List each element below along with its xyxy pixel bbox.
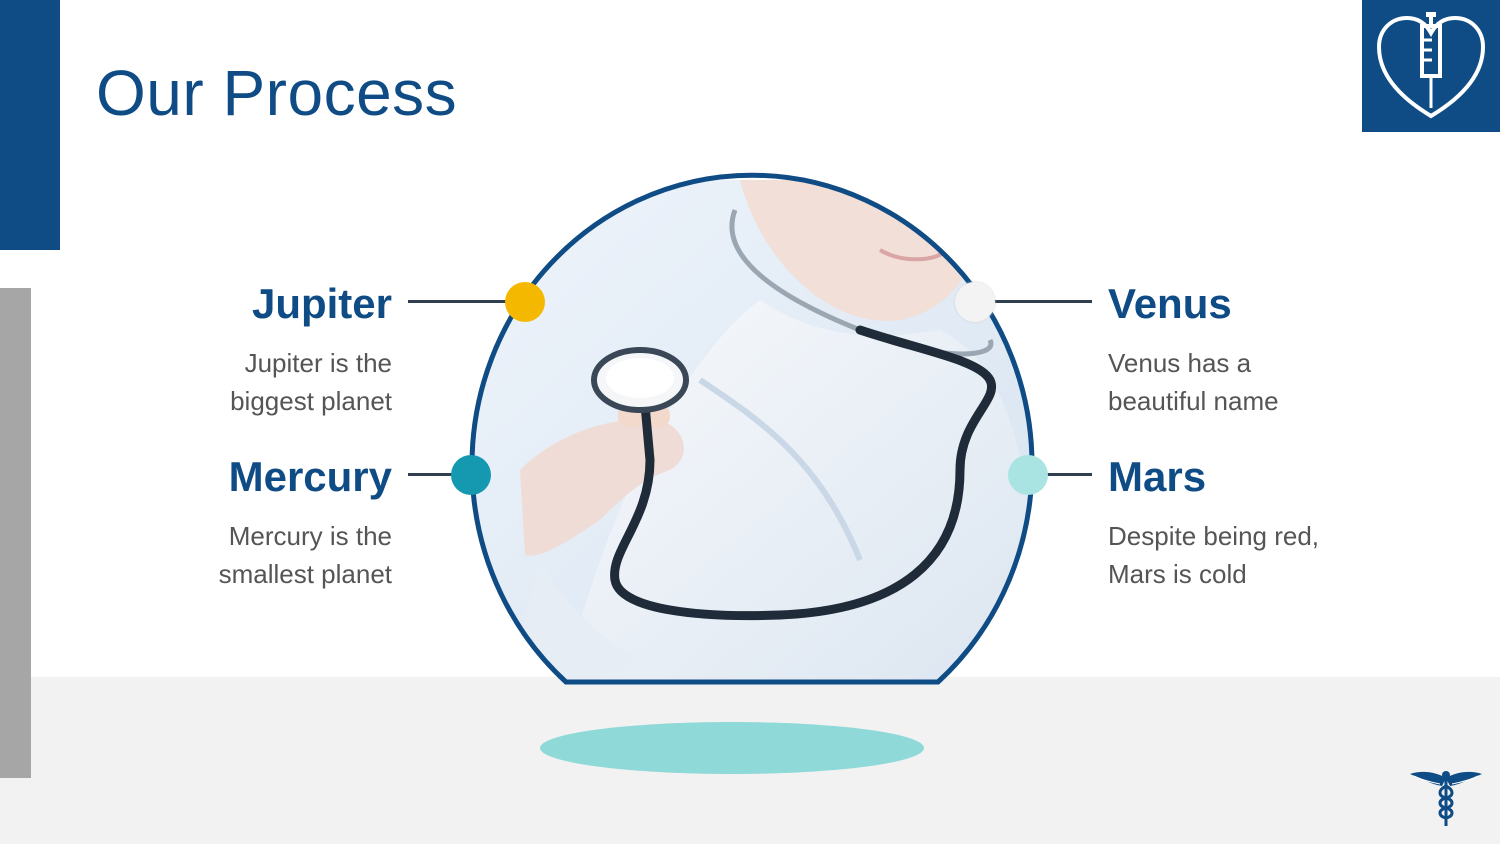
item-description-line: Venus has a (1108, 348, 1252, 378)
item-title: Mercury (228, 453, 392, 500)
logo-badge (1362, 0, 1500, 132)
item-description: Mercury is the smallest planet (150, 517, 392, 593)
dot-venus (955, 282, 995, 322)
accent-bar-gray (0, 288, 31, 778)
item-description-line: biggest planet (230, 386, 392, 416)
item-title: Venus (1108, 280, 1232, 327)
dot-jupiter (505, 282, 545, 322)
dome-shadow (540, 722, 924, 774)
item-venus: Venus Venus has a beautiful name (1108, 278, 1408, 420)
item-title: Jupiter (251, 280, 392, 327)
connector-mars (1046, 473, 1092, 476)
slide-title: Our Process (96, 57, 458, 129)
accent-bar-blue (0, 0, 60, 250)
item-description-line: Despite being red, (1108, 521, 1320, 551)
connector-venus (992, 300, 1092, 303)
item-mercury: Mercury Mercury is the smallest planet (150, 451, 392, 593)
heart-syringe-icon (1376, 12, 1486, 119)
dot-mars (1008, 455, 1048, 495)
item-jupiter: Jupiter Jupiter is the biggest planet (150, 278, 392, 420)
item-description: Venus has a beautiful name (1108, 344, 1408, 420)
item-title: Mars (1108, 453, 1207, 500)
item-description-line: Mercury is the (228, 521, 392, 551)
item-description: Jupiter is the biggest planet (150, 344, 392, 420)
connector-jupiter (408, 300, 508, 303)
item-description-line: beautiful name (1108, 386, 1279, 416)
item-description-line: Jupiter is the (244, 348, 392, 378)
caduceus-icon (1410, 771, 1482, 826)
item-description-line: smallest planet (218, 559, 392, 589)
item-description-line: Mars is cold (1108, 559, 1247, 589)
item-mars: Mars Despite being red, Mars is cold (1108, 451, 1408, 593)
item-description: Despite being red, Mars is cold (1108, 517, 1408, 593)
dot-mercury (451, 455, 491, 495)
connector-mercury (408, 473, 456, 476)
